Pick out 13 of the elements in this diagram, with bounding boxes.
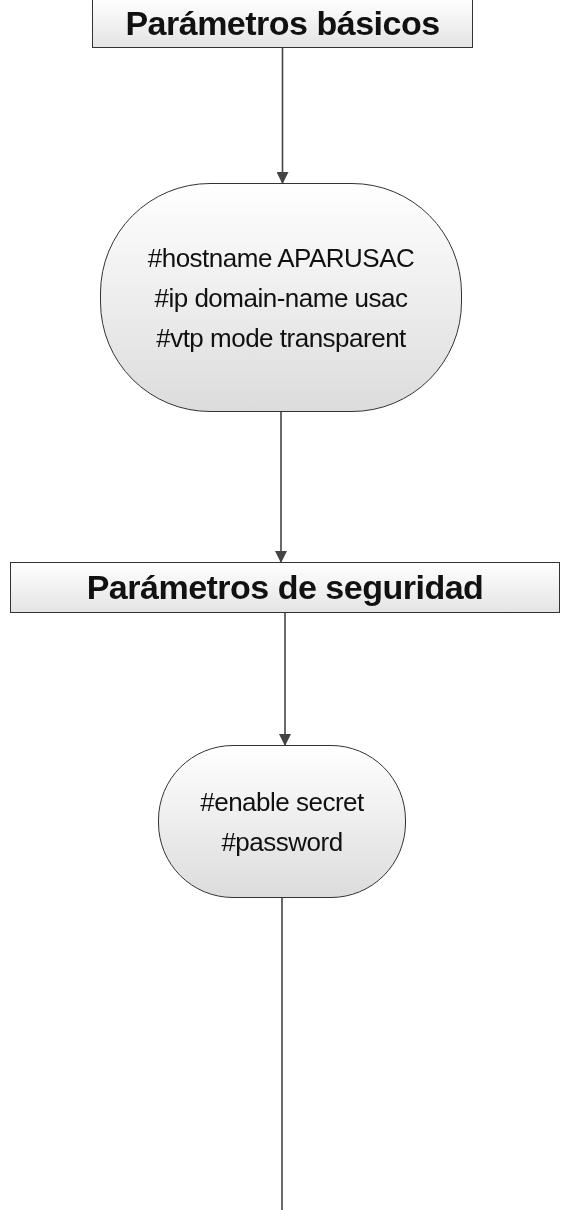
section-header-box [10, 562, 560, 613]
command-text: #password [221, 825, 343, 859]
arrow [276, 47, 289, 184]
connector-line [281, 897, 283, 1210]
arrow [279, 612, 291, 746]
command-text: #enable secret [200, 785, 364, 819]
section-title: Parámetros de seguridad [86, 568, 484, 607]
section-header-box [92, 0, 473, 48]
command-text: #ip domain-name usac [154, 281, 408, 315]
command-text: #vtp mode transparent [156, 321, 406, 355]
command-text: #hostname APARUSAC [147, 241, 415, 275]
section-title: Parámetros básicos [125, 3, 440, 43]
arrow [275, 411, 287, 563]
